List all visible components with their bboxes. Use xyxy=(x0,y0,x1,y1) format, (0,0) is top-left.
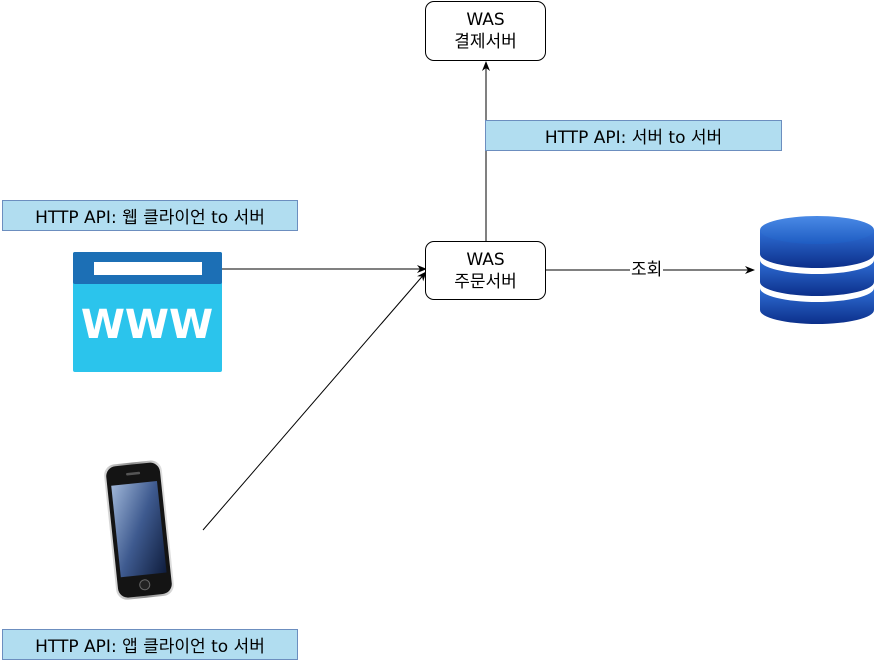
payment-server-node[interactable]: WAS 결제서버 xyxy=(425,1,546,61)
edge-mobile-to-order xyxy=(202,271,427,531)
www-text: WWW xyxy=(81,302,213,348)
payment-server-line2: 결제서버 xyxy=(454,32,517,52)
server-to-server-label: HTTP API: 서버 to 서버 xyxy=(485,120,782,151)
order-server-line1: WAS xyxy=(466,249,505,270)
smartphone-icon[interactable] xyxy=(100,459,180,601)
order-to-db-label: 조회 xyxy=(630,260,664,280)
www-browser-icon[interactable]: WWW xyxy=(73,252,222,372)
payment-server-line1: WAS xyxy=(466,10,505,30)
app-client-label: HTTP API: 앱 클라이언 to 서버 xyxy=(2,629,298,660)
order-server-node[interactable]: WAS 주문서버 xyxy=(425,241,546,300)
order-server-line2: 주문서버 xyxy=(454,271,517,292)
database-icon[interactable] xyxy=(758,214,876,326)
web-client-label: HTTP API: 웹 클라이언 to 서버 xyxy=(2,200,298,231)
